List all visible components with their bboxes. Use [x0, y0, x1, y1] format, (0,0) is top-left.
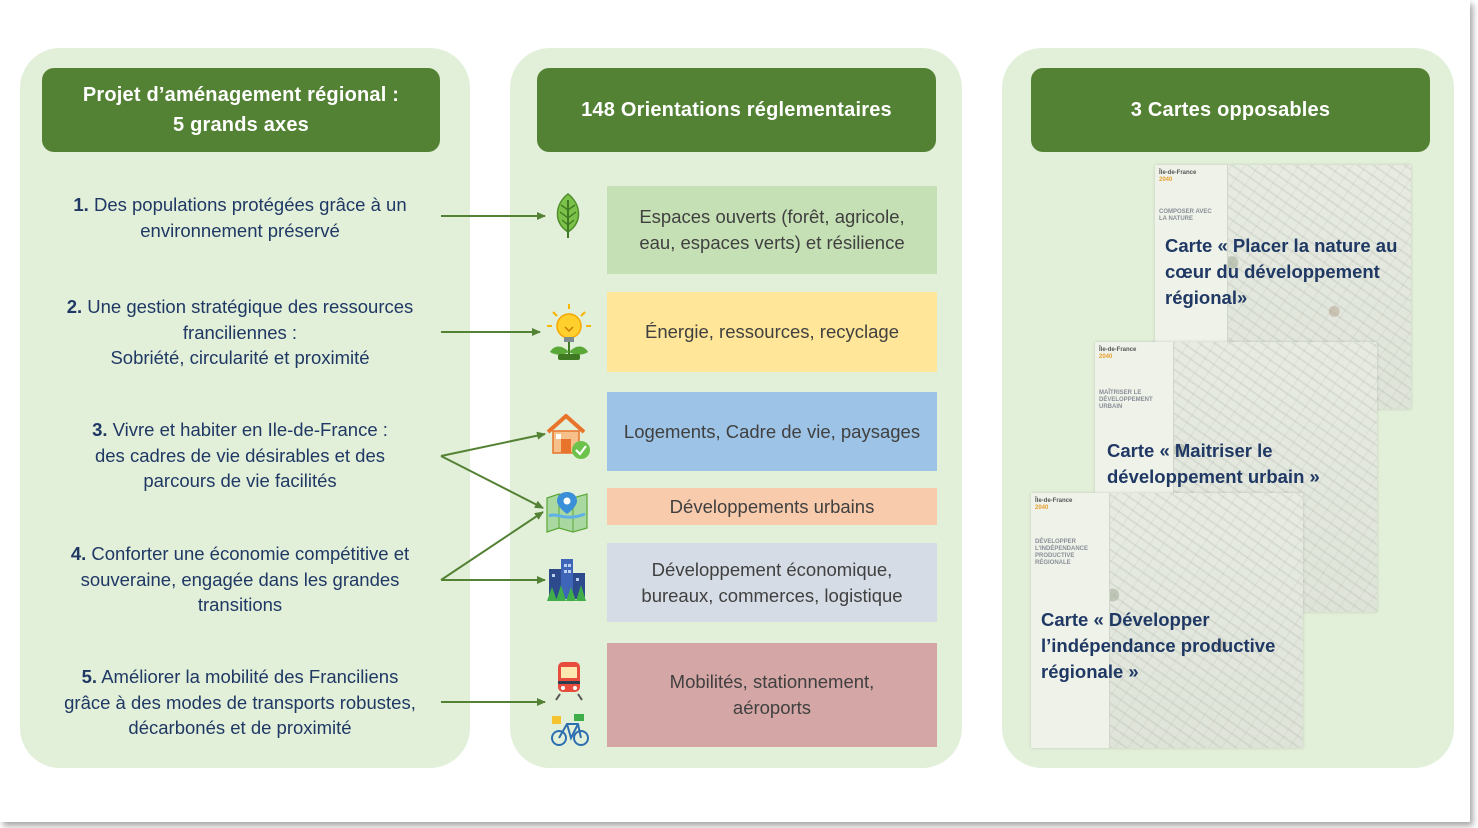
orientation-mobility: Mobilités, stationnement, aéroports	[607, 643, 937, 747]
map-label-line: Carte « Maitriser le	[1107, 440, 1273, 461]
orientation-housing: Logements, Cadre de vie, paysages	[607, 392, 937, 471]
axes-header-line2: 5 grands axes	[172, 114, 309, 136]
map-label-line: régional»	[1165, 287, 1248, 308]
map-productive-label: Carte « Développer l’indépendance produc…	[1041, 607, 1275, 685]
arrow-axis4-urban	[440, 511, 544, 581]
axis-text-line: des cadres de vie désirables et des	[94, 444, 385, 466]
map-label-line: développement urbain »	[1107, 466, 1320, 487]
orientation-text-line: eau, espaces verts) et résilience	[639, 232, 905, 253]
orientation-urban-development: Développements urbains	[607, 488, 937, 525]
orientation-open-spaces: Espaces ouverts (forêt, agricole, eau, es…	[607, 186, 937, 274]
map-label-line: cœur du développement	[1165, 261, 1380, 282]
map-urban-label: Carte « Maitriser le développement urbai…	[1107, 438, 1320, 490]
axis-text-line: décarbonés et de proximité	[128, 717, 352, 738]
map-cover-brand: Île-de-France	[1035, 498, 1073, 504]
axis-1: 1. Des populations protégées grâce à un …	[50, 192, 430, 243]
map-label-line: régionale »	[1041, 661, 1139, 682]
axis-text-line: transitions	[197, 594, 283, 615]
map-cover-brand: Île-de-France	[1159, 170, 1197, 176]
map-pin-icon	[546, 492, 588, 533]
orientation-text-line: bureaux, commerces, logistique	[641, 584, 903, 606]
map-cover-year: 2040	[1159, 177, 1173, 183]
orientation-text-line: Logements, Cadre de vie, paysages	[623, 420, 921, 442]
axis-number: 4.	[70, 543, 87, 564]
axis-text-line: Une gestion stratégique des ressources	[87, 296, 414, 317]
arrow-axis3-urban	[440, 455, 544, 509]
axes-header: Projet d’aménagement régional : 5 grands…	[42, 68, 440, 152]
map-label-line: Carte « Placer la nature au	[1165, 235, 1398, 256]
lightbulb-plant-icon	[547, 304, 591, 360]
orientation-economy: Développement économique, bureaux, commer…	[607, 543, 937, 622]
axis-number: 1.	[73, 194, 89, 215]
map-cover-brand: Île-de-France	[1099, 347, 1137, 353]
axis-text-line: environnement préservé	[140, 219, 340, 241]
axis-2: 2. Une gestion stratégique des ressource…	[50, 294, 430, 371]
axis-5: 5. Améliorer la mobilité des Franciliens…	[50, 664, 430, 741]
axes-header-line1: Projet d’aménagement régional :	[82, 84, 400, 106]
orientation-energy: Énergie, ressources, recyclage	[607, 292, 937, 372]
axis-text-line: souveraine, engagée dans les grandes	[80, 568, 400, 590]
map-cover-title: DÉVELOPPER L’INDÉPENDANCE PRODUCTIVE RÉG…	[1035, 539, 1089, 566]
axis-text-line: Conforter une économie compétitive et	[91, 543, 410, 564]
axes-panel	[20, 48, 470, 768]
map-nature-label: Carte « Placer la nature au cœur du déve…	[1165, 233, 1397, 311]
city-buildings-icon	[547, 559, 586, 601]
axis-text-line: Sobriété, circularité et proximité	[110, 347, 370, 368]
map-label-line: Carte « Développer	[1041, 609, 1210, 630]
map-cover-year: 2040	[1035, 505, 1049, 511]
map-cover-title: MAÎTRISER LE DÉVELOPPEMENT URBAIN	[1099, 390, 1153, 410]
arrow-axis3-housing	[440, 431, 546, 457]
orientation-text-line: Énergie, ressources, recyclage	[645, 321, 899, 342]
orientation-text-line: Développement économique,	[651, 558, 893, 580]
maps-header: 3 Cartes opposables	[1031, 68, 1430, 152]
leaf-icon	[556, 193, 580, 238]
axis-3: 3. Vivre et habiter en Ile-de-France : d…	[50, 417, 430, 494]
axis-text-line: Des populations protégées grâce à un	[93, 194, 407, 215]
axis-text-line: Vivre et habiter en Ile-de-France :	[112, 419, 388, 440]
axis-number: 5.	[81, 666, 98, 687]
orientations-header: 148 Orientations réglementaires	[537, 68, 936, 152]
train-bicycle-icon	[551, 662, 589, 746]
map-cover-page: Île-de-France 2040 DÉVELOPPER L’INDÉPEND…	[1031, 493, 1110, 748]
axis-number: 3.	[92, 419, 108, 440]
map-productive-thumbnail: Île-de-France 2040 DÉVELOPPER L’INDÉPEND…	[1031, 493, 1303, 748]
orientation-text-line: Espaces ouverts (forêt, agricole,	[639, 206, 905, 227]
orientation-text-line: aéroports	[732, 697, 812, 718]
axis-4: 4. Conforter une économie compétitive et…	[50, 541, 430, 618]
map-label-line: l’indépendance productive	[1041, 635, 1276, 656]
map-cover-title: COMPOSER AVEC LA NATURE	[1159, 209, 1212, 222]
orientation-text-line: Développements urbains	[669, 495, 875, 517]
map-cover-year: 2040	[1099, 354, 1113, 360]
axis-text-line: parcours de vie facilités	[143, 470, 337, 491]
axis-text-line: Améliorer la mobilité des Franciliens	[101, 666, 399, 687]
axis-number: 2.	[66, 296, 83, 317]
orientation-text-line: Mobilités, stationnement,	[669, 671, 875, 692]
axis-text-line: franciliennes :	[182, 321, 298, 343]
axis-text-line: grâce à des modes de transports robustes…	[64, 691, 416, 713]
house-check-icon	[546, 414, 590, 459]
